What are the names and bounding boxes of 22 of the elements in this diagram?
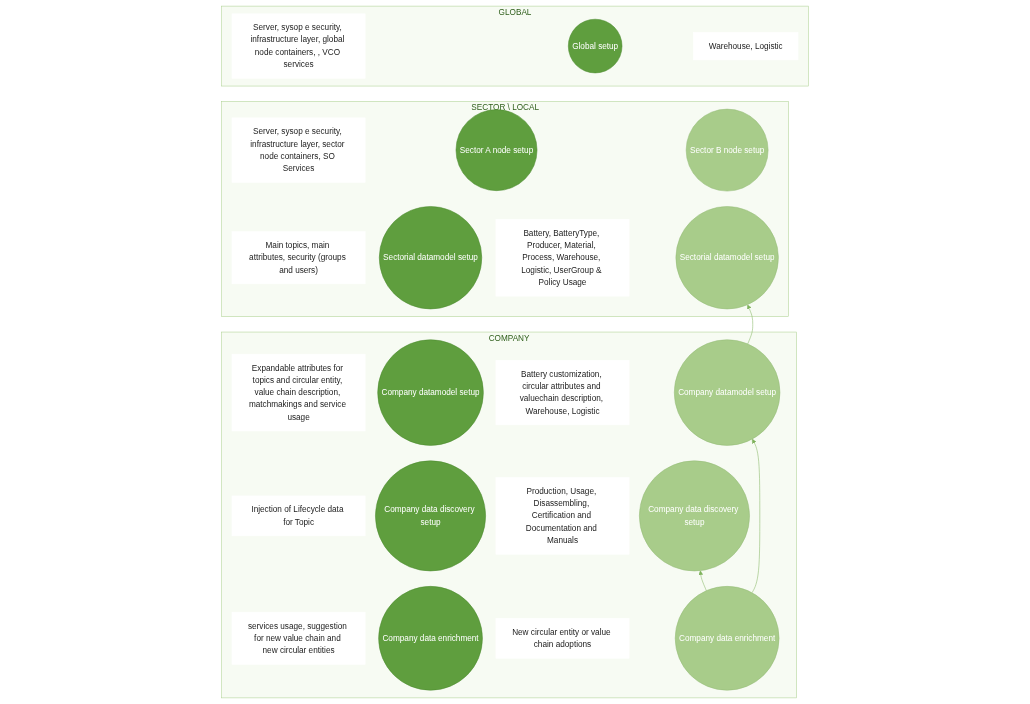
node-circle: Company data enrichment xyxy=(378,586,483,691)
node-circle: Sectorial datamodel setup xyxy=(675,206,779,310)
node-circle: Global setup xyxy=(568,18,623,74)
label: Injection of Lifecycle data for Topic xyxy=(251,505,344,527)
node-circle: Sectorial datamodel setup xyxy=(379,206,483,310)
label: Expandable attributes for topics and circular entity, value chain description, matchmakings and service usage xyxy=(248,363,346,422)
label: Production, Usage, Disassembling, Certification and Documentation and Manuals xyxy=(525,486,597,545)
node-circle: Company datamodel setup xyxy=(674,339,781,446)
label: Server, sysop e security, infrastructure layer, sector node containers, SO Services xyxy=(250,127,345,173)
node-circle: Sector A node setup xyxy=(455,109,538,191)
node-circle: Company data enrichment xyxy=(674,586,780,691)
label: services usage, suggestion for new value chain and new circular entities xyxy=(247,621,347,655)
node-circle: Company data discovery setup xyxy=(375,460,486,572)
label: Battery customization, circular attributes and valuechain description, Warehouse, Logistic xyxy=(519,369,604,416)
node-circle: Company datamodel setup xyxy=(377,339,484,446)
label: Battery, BatteryType, Producer, Material, Process, Warehouse, Logistic, UserGroup & Policy Usage xyxy=(521,228,602,287)
node-circle: Company data discovery setup xyxy=(639,460,750,572)
label: Warehouse, Logistic xyxy=(708,41,783,51)
node-circle: Sector B node setup xyxy=(685,108,769,192)
label: New circular entity or value chain adoptions xyxy=(512,627,611,649)
label: Main topics, main attributes, security (groups and users) xyxy=(249,240,346,275)
label: Server, sysop e security, infrastructure layer, global node containers, , VCO services xyxy=(250,23,345,69)
